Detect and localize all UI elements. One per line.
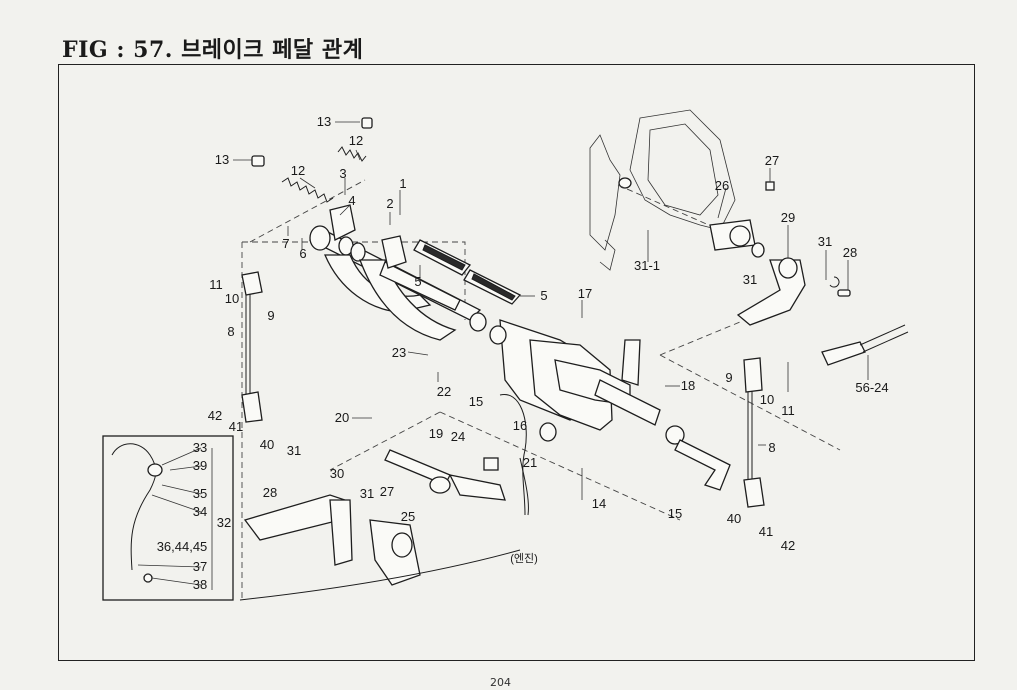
callout-26: 26 — [715, 178, 729, 193]
lower-left-bracket — [243, 494, 421, 586]
figure-title: FIG : 57. 브레이크 페달 관계 — [62, 37, 364, 63]
brake-cable — [239, 394, 527, 601]
callout-5b: 5 — [540, 288, 547, 303]
inset-cable-detail — [102, 435, 234, 601]
callout-31d: 31 — [818, 234, 832, 249]
callout-20: 20 — [335, 410, 349, 425]
callout-38: 38 — [193, 577, 207, 592]
pedal-assembly — [308, 204, 522, 341]
callout-13b: 13 — [317, 114, 331, 129]
callout-3: 3 — [339, 166, 346, 181]
callout-41b: 41 — [759, 524, 773, 539]
callout-15b: 15 — [668, 506, 682, 521]
callout-18: 18 — [681, 378, 695, 393]
callout-11b: 11 — [781, 403, 795, 418]
callout-5a: 5 — [414, 274, 421, 289]
callout-13a: 13 — [215, 152, 229, 167]
engine-block-outline — [589, 109, 736, 271]
callout-33: 33 — [193, 440, 207, 455]
callout-1: 1 — [399, 176, 406, 191]
callout-4: 4 — [348, 193, 355, 208]
brake-bracket-assembly — [469, 312, 731, 491]
callout-25: 25 — [401, 509, 415, 524]
page-number: 204 — [490, 676, 511, 689]
callout-9a: 9 — [267, 308, 274, 323]
brake-rods — [241, 271, 765, 508]
callout-8b: 8 — [768, 440, 775, 455]
callout-12a: 12 — [291, 163, 305, 178]
callout-29: 29 — [781, 210, 795, 225]
callout-32: 32 — [217, 515, 231, 530]
callout-10a: 10 — [225, 291, 239, 306]
engine-note: (엔진) — [510, 552, 538, 565]
callout-8a: 8 — [227, 324, 234, 339]
diagram-frame — [58, 64, 975, 661]
leader-lines — [233, 121, 869, 500]
assembly-guide-lines — [241, 179, 841, 600]
callout-21: 21 — [523, 455, 537, 470]
callout-40b: 40 — [727, 511, 741, 526]
callout-24: 24 — [451, 429, 465, 444]
callout-41a: 41 — [229, 419, 243, 434]
callout-31c: 31 — [743, 272, 757, 287]
callout-27b: 27 — [380, 484, 394, 499]
callout-28b: 28 — [843, 245, 857, 260]
right-linkage — [709, 181, 909, 366]
callout-22: 22 — [437, 384, 451, 399]
callout-9b: 9 — [725, 370, 732, 385]
callout-31-1: 31-1 — [634, 258, 660, 273]
callout-12b: 12 — [349, 133, 363, 148]
callout-39: 39 — [193, 458, 207, 473]
callout-11a: 11 — [209, 277, 223, 292]
callout-labels: 1 2 3 4 5 5 6 7 8 8 9 9 10 10 11 11 12 1… — [157, 114, 889, 592]
callout-36-44-45: 36,44,45 — [157, 539, 208, 554]
callout-56-24: 56-24 — [855, 380, 888, 395]
callout-31a: 31 — [287, 443, 301, 458]
callout-27a: 27 — [765, 153, 779, 168]
callout-31b: 31 — [360, 486, 374, 501]
callout-42b: 42 — [781, 538, 795, 553]
callout-37: 37 — [193, 559, 207, 574]
middle-linkage — [384, 449, 529, 516]
return-springs — [251, 117, 373, 203]
callout-23: 23 — [392, 345, 406, 360]
callout-17: 17 — [578, 286, 592, 301]
callout-16: 16 — [513, 418, 527, 433]
callout-34: 34 — [193, 504, 207, 519]
callout-6: 6 — [299, 246, 306, 261]
callout-10b: 10 — [760, 392, 774, 407]
callout-14: 14 — [592, 496, 606, 511]
callout-7: 7 — [282, 236, 289, 251]
callout-40a: 40 — [260, 437, 274, 452]
callout-30: 30 — [330, 466, 344, 481]
callout-28a: 28 — [263, 485, 277, 500]
callout-42a: 42 — [208, 408, 222, 423]
callout-19: 19 — [429, 426, 443, 441]
callout-15a: 15 — [469, 394, 483, 409]
callout-2: 2 — [386, 196, 393, 211]
callout-35: 35 — [193, 486, 207, 501]
